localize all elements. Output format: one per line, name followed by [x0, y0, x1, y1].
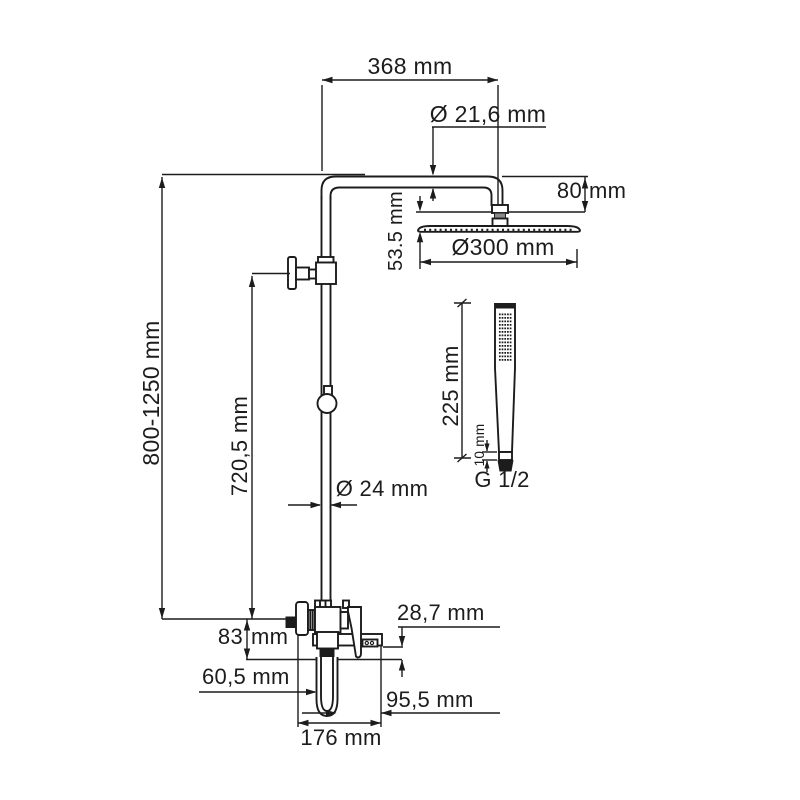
mixer-shelf [312, 633, 383, 647]
mixer-body [314, 606, 342, 634]
dim-label-spout-drop: 28,7 mm [397, 600, 485, 625]
dim-label-arm-tube-diameter: Ø 21,6 mm [429, 101, 547, 127]
shower-arm [320, 175, 504, 206]
hand-shower-spray-dots [498, 313, 512, 362]
dim-label-head-diameter: Ø300 mm [423, 234, 583, 260]
dim-label-head-drop-value: 80 [556, 178, 582, 203]
dim-arm-tube-diameter [429, 126, 546, 201]
slider-knob [316, 385, 338, 414]
overhead-shower-head [417, 204, 581, 233]
dim-label-base-depth: 95,5 mm [386, 687, 474, 712]
dim-label-hand-shower-length: 225 mm [438, 345, 463, 427]
dim-label-bracket-height: 720,5 mm [227, 395, 252, 497]
dim-base-depth [302, 709, 500, 717]
hose-connector [497, 460, 514, 472]
dim-mixer-height [243, 619, 251, 660]
dim-label-mixer-height-value: 83 [217, 624, 243, 649]
dim-bracket-height [248, 272, 290, 619]
dim-label-spout-reach: 60,5 mm [202, 664, 290, 689]
dim-label-pipe-diameter: Ø 24 mm [335, 476, 429, 501]
dimension-lines [158, 76, 589, 727]
dim-base-width [297, 634, 382, 727]
dim-hand-shower-length [454, 298, 471, 463]
dim-spout-reach [199, 688, 317, 696]
dim-hand-shower-connector [482, 440, 497, 472]
dim-label-base-width: 176 mm [300, 725, 382, 750]
hand-shower [494, 303, 516, 472]
dim-arm-width [321, 76, 499, 205]
dim-spout-drop [383, 626, 500, 677]
dim-label-arm-width: 368 mm [367, 53, 453, 79]
dim-head-stem-height [416, 196, 424, 269]
dim-head-drop [502, 175, 589, 212]
wall-anchor-block [285, 616, 296, 628]
mixer-unit [285, 599, 383, 659]
dim-pipe-diameter [288, 501, 357, 509]
mixer-lever-handle [347, 606, 362, 659]
dim-label-head-drop-unit: mm [589, 178, 627, 203]
thread-size-label: G 1/2 [474, 467, 530, 492]
dim-column-height-range [158, 173, 365, 620]
dim-label-mixer-height-unit: mm [251, 624, 289, 649]
dim-head-diameter [420, 249, 578, 268]
shower-column-assembly [285, 175, 581, 717]
mixer-spout [316, 631, 339, 650]
dim-label-head-stem-height: 53.5 mm [385, 191, 407, 271]
dim-label-column-height-range: 800-1250 mm [138, 320, 164, 466]
shower-hose-loop [315, 657, 339, 717]
wall-bracket [287, 256, 337, 290]
